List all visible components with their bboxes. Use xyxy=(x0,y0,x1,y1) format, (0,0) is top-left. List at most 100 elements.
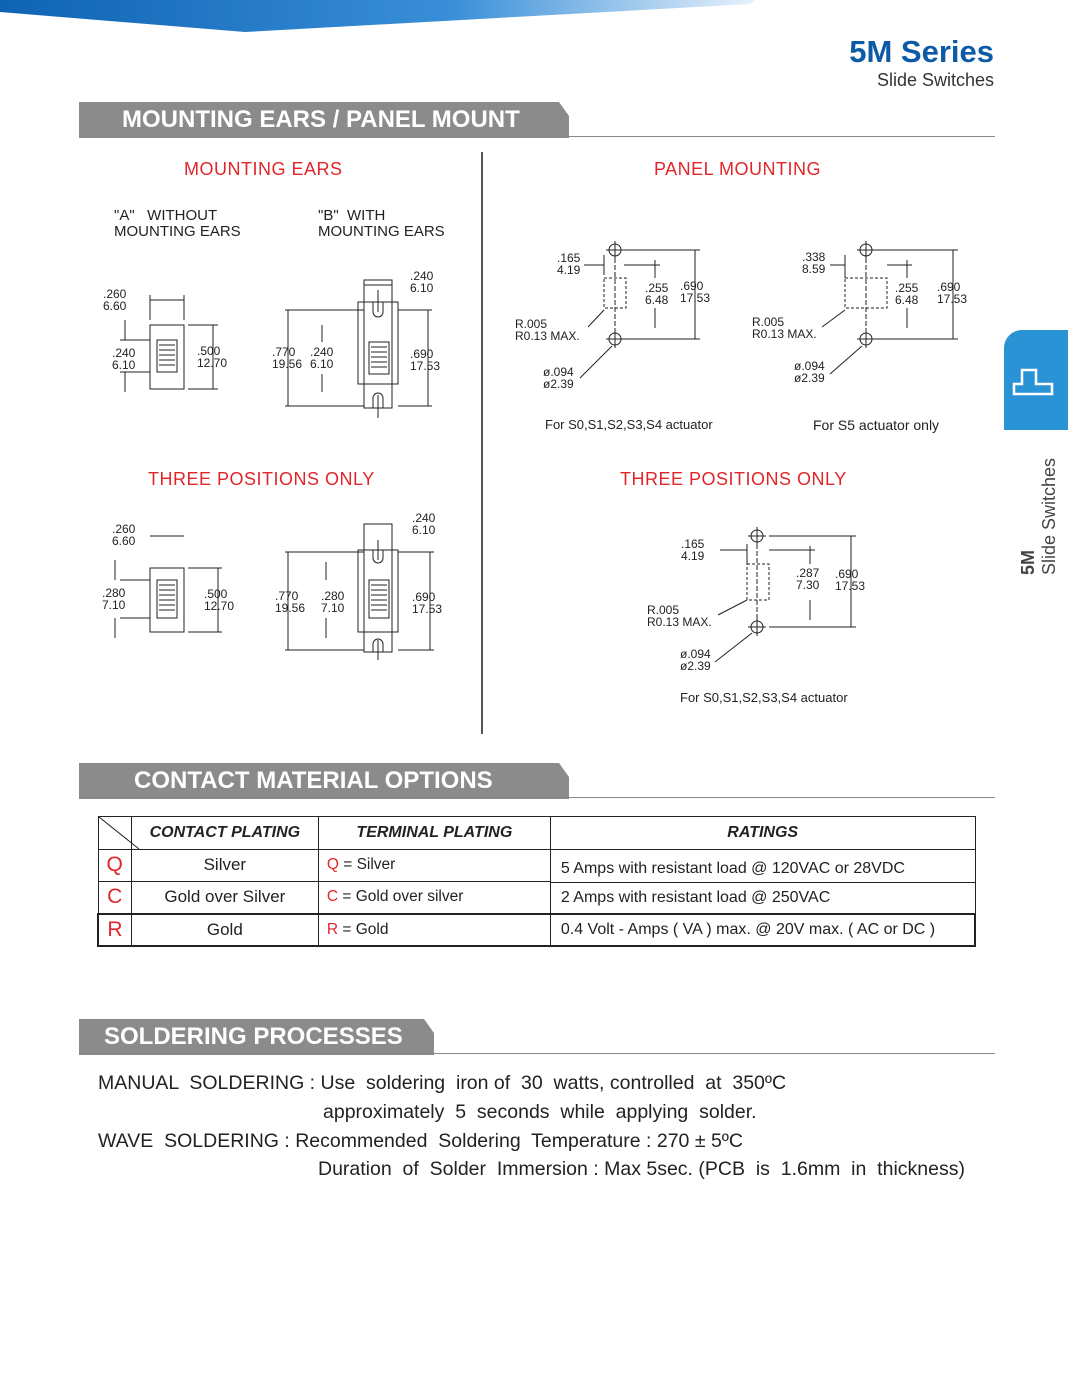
dim-label: .255 6.48 xyxy=(645,281,669,307)
switch-three-b-drawing xyxy=(285,523,434,660)
table-row: C Gold over Silver C = Gold over silver xyxy=(97,880,975,915)
dim-label: .690 17.53 xyxy=(937,280,968,306)
note-s0-actuator-three: For S0,S1,S2,S3,S4 actuator xyxy=(680,690,848,705)
side-label: 5M Slide Switches xyxy=(1018,440,1059,580)
switch-three-a-drawing xyxy=(114,535,222,638)
section-mounting-title: MOUNTING EARS / PANEL MOUNT xyxy=(122,106,520,133)
note-s0-actuator: For S0,S1,S2,S3,S4 actuator xyxy=(545,417,713,432)
dim-label: .770 19.56 xyxy=(272,345,303,371)
dim-label: .240 6.10 xyxy=(112,346,136,372)
table-header-row: CONTACT PLATING TERMINAL PLATING RATINGS xyxy=(97,816,976,850)
top-banner xyxy=(0,0,755,32)
dim-label: .165 4.19 xyxy=(557,251,581,277)
terminal-code: Q xyxy=(326,856,339,874)
dim-label: .770 19.56 xyxy=(275,589,306,615)
dim-label: .280 7.10 xyxy=(102,586,126,612)
wave-soldering-text: Recommended Soldering Temperature : 270 … xyxy=(295,1130,743,1152)
wave-soldering-line1: WAVE SOLDERING : Recommended Soldering T… xyxy=(98,1130,743,1153)
section-mounting-tab: MOUNTING EARS / PANEL MOUNT xyxy=(79,102,569,138)
dim-label: .260 6.60 xyxy=(103,287,127,313)
manual-soldering-text: Use soldering iron of 30 watts, controll… xyxy=(320,1072,787,1094)
dim-label: .500 12.70 xyxy=(197,344,228,370)
terminal-code: C xyxy=(326,888,339,906)
series-title: 5M Series xyxy=(849,34,994,69)
table-corner-cell xyxy=(97,816,139,850)
row-plating: Gold xyxy=(130,913,319,947)
technical-drawings xyxy=(114,241,958,663)
manual-soldering-line2: approximately 5 seconds while applying s… xyxy=(323,1101,757,1123)
dim-label: .280 7.10 xyxy=(321,589,345,615)
terminal-text: = Gold xyxy=(338,921,389,938)
dim-label: .240 6.10 xyxy=(310,345,334,371)
terminal-code: R xyxy=(326,921,339,938)
dim-label: .240 6.10 xyxy=(410,269,434,295)
rating-line: 5 Amps with resistant load @ 120VAC or 2… xyxy=(550,850,975,883)
wave-soldering-line2: Duration of Solder Immersion : Max 5sec.… xyxy=(318,1158,965,1180)
row-code: R xyxy=(97,913,132,947)
manual-soldering-label: MANUAL SOLDERING : xyxy=(98,1072,321,1094)
dim-label: ø.094 ø2.39 xyxy=(543,365,574,391)
dim-label: ø.094 ø2.39 xyxy=(794,359,825,385)
panel-cutout-2-drawing xyxy=(821,241,958,375)
side-tab[interactable] xyxy=(1004,330,1068,430)
dim-label: ø.094 ø2.39 xyxy=(680,647,711,673)
section-divider xyxy=(79,797,995,798)
row-plating: Silver xyxy=(130,849,319,882)
slide-switch-icon xyxy=(1012,368,1054,396)
panel-mounting-title: PANEL MOUNTING xyxy=(654,159,822,179)
row-plating: Gold over Silver xyxy=(130,880,319,915)
side-label-text: Slide Switches xyxy=(1039,457,1059,575)
dim-label: .500 12.70 xyxy=(204,587,235,613)
dim-label: R.005 R0.13 MAX. xyxy=(515,317,580,343)
series-subtitle: Slide Switches xyxy=(876,70,994,90)
side-label-bold: 5M xyxy=(1018,549,1038,575)
ratings-cell: 5 Amps with resistant load @ 120VAC or 2… xyxy=(549,849,976,915)
col-header-ratings: RATINGS xyxy=(549,816,976,850)
dim-label: .690 17.53 xyxy=(412,590,443,616)
mounting-ears-title: MOUNTING EARS xyxy=(184,159,343,179)
three-positions-right-title: THREE POSITIONS ONLY xyxy=(620,469,847,489)
dim-label: .240 6.10 xyxy=(412,511,436,537)
switch-b-drawing xyxy=(285,279,432,418)
dim-label: .287 7.30 xyxy=(796,566,820,592)
section-contact-tab: CONTACT MATERIAL OPTIONS xyxy=(79,763,569,799)
row-terminal: R = Gold xyxy=(317,913,551,947)
section-contact-title: CONTACT MATERIAL OPTIONS xyxy=(134,767,493,794)
three-positions-left-title: THREE POSITIONS ONLY xyxy=(148,469,375,489)
rating-line: 0.4 Volt - Amps ( VA ) max. @ 20V max. (… xyxy=(549,913,976,947)
section-divider xyxy=(79,1053,995,1054)
dim-label: R.005 R0.13 MAX. xyxy=(647,603,712,629)
panel-cutout-1-drawing xyxy=(579,241,700,379)
dim-label: .260 6.60 xyxy=(112,522,136,548)
switch-a-drawing xyxy=(120,295,218,392)
terminal-text: = Gold over silver xyxy=(338,888,464,906)
option-b-label: "B" WITH MOUNTING EARS xyxy=(318,207,445,240)
col-header-terminal-plating: TERMINAL PLATING xyxy=(317,816,551,850)
dim-label: R.005 R0.13 MAX. xyxy=(752,315,817,341)
row-code: Q xyxy=(97,849,132,882)
column-divider xyxy=(481,152,483,734)
manual-soldering-line1: MANUAL SOLDERING : Use soldering iron of… xyxy=(98,1072,786,1095)
dim-label: .338 8.59 xyxy=(802,250,826,276)
table-row: R Gold R = Gold 0.4 Volt - Amps ( VA ) m… xyxy=(97,913,976,947)
dim-label: .690 17.53 xyxy=(410,347,441,373)
row-code: C xyxy=(97,880,132,915)
dim-label: .165 4.19 xyxy=(681,537,705,563)
rating-line: 2 Amps with resistant load @ 250VAC xyxy=(560,889,831,906)
panel-cutout-3-drawing xyxy=(714,527,856,663)
dim-label: .690 17.53 xyxy=(835,567,866,593)
table-row: Q Silver Q = Silver 5 Amps with resistan… xyxy=(97,849,976,915)
section-soldering-tab: SOLDERING PROCESSES xyxy=(79,1019,434,1055)
contact-material-table: CONTACT PLATING TERMINAL PLATING RATINGS… xyxy=(97,816,976,947)
terminal-text: = Silver xyxy=(338,856,396,874)
section-divider xyxy=(79,136,995,137)
row-terminal: Q = Silver xyxy=(317,849,551,882)
section-soldering-title: SOLDERING PROCESSES xyxy=(104,1023,403,1050)
row-terminal: C = Gold over silver xyxy=(317,880,551,915)
dim-label: .255 6.48 xyxy=(895,281,919,307)
col-header-contact-plating: CONTACT PLATING xyxy=(130,816,319,850)
wave-soldering-label: WAVE SOLDERING : xyxy=(98,1130,296,1152)
dim-label: .690 17.53 xyxy=(680,279,711,305)
option-a-label: "A" WITHOUT MOUNTING EARS xyxy=(114,207,241,240)
note-s5-actuator: For S5 actuator only xyxy=(813,417,940,433)
